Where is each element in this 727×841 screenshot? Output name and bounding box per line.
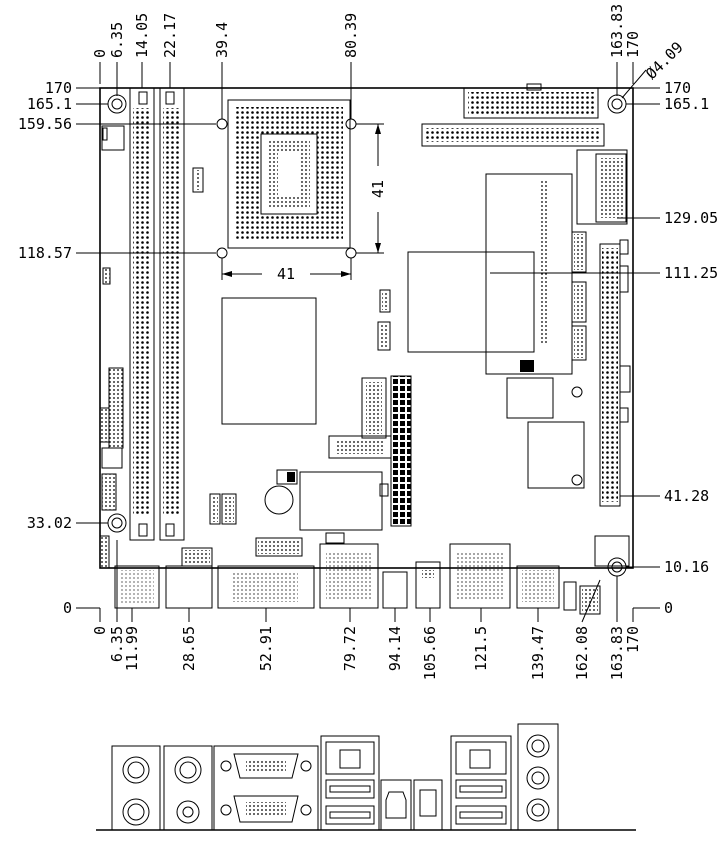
top-right-connectors [407,83,631,567]
dimension-lines [76,62,660,623]
dim-left-33-02: 33.02 [27,514,72,532]
dim-top-170: 170 [624,31,642,58]
dim-bottom-28-65: 28.65 [180,626,198,671]
dim-left-118-57: 118.57 [18,244,72,262]
dim-bottom-139-47: 139.47 [529,626,547,680]
firewire-optical-ports [380,779,443,831]
mounting-hole-top-right [607,94,627,114]
dim-right-0: 0 [664,599,673,617]
dim-bottom-170: 170 [624,626,642,653]
top-dimension-labels: 0 6.35 14.05 22.17 39.4 80.39 163.83 170… [91,4,687,83]
dim-left-0: 0 [63,599,72,617]
dim-bottom-79-72: 79.72 [341,626,359,671]
dim-bottom-11-99: 11.99 [123,626,141,671]
dim-right-111-25: 111.25 [664,264,718,282]
bottom-edge-connectors [114,532,601,615]
dim-bottom-52-91: 52.91 [257,626,275,671]
rear-io-panel [96,723,636,831]
right-dimension-labels: 170 165.1 129.05 111.25 41.28 10.16 0 [664,79,718,617]
hole-diameter-label: Ø4.09 [642,38,687,83]
left-dimension-labels: 170 165.1 159.56 118.57 33.02 0 [18,79,72,617]
mounting-hole-top-left [107,94,127,114]
mounting-hole-bottom-left [107,513,127,533]
dim-top-80-39: 80.39 [342,13,360,58]
lan-usb-port-left [320,735,380,831]
dim-chip-height: 41 [369,180,387,198]
dim-right-41-28: 41.28 [664,487,709,505]
chipset-blocks [209,289,412,531]
dim-left-165-1: 165.1 [27,95,72,113]
lan-usb-port-right [450,735,512,831]
left-slot-connectors [99,87,185,569]
dim-top-6-35: 6.35 [108,22,126,58]
ps2-ports [111,745,213,831]
dim-right-165-1: 165.1 [664,95,709,113]
mounting-hole-bottom-right [607,557,627,577]
dim-top-163-83: 163.83 [608,4,626,58]
dim-right-129-05: 129.05 [664,209,718,227]
dim-top-14-05: 14.05 [133,13,151,58]
audio-jacks [517,723,559,831]
dim-bottom-0: 0 [91,626,109,635]
dim-left-159-56: 159.56 [18,115,72,133]
dsub-ports [213,745,319,831]
dim-bottom-121-5: 121.5 [472,626,490,671]
dim-chip-width: 41 [277,265,295,283]
cpu-bga-chip [192,99,357,259]
dim-bottom-163-83: 163.83 [608,626,626,680]
chip-dimension-labels: 41 41 [277,180,387,283]
dim-bottom-105-66: 105.66 [421,626,439,680]
dim-bottom-6-35: 6.35 [108,626,126,662]
dim-left-170: 170 [45,79,72,97]
dim-right-10-16: 10.16 [664,558,709,576]
dim-right-170: 170 [664,79,691,97]
dim-top-0: 0 [91,49,109,58]
dim-bottom-162-08: 162.08 [573,626,591,680]
bottom-dimension-labels: 0 6.35 11.99 28.65 52.91 79.72 94.14 105… [91,626,642,680]
dim-top-39-4: 39.4 [213,22,231,58]
dim-top-22-17: 22.17 [161,13,179,58]
dim-bottom-94-14: 94.14 [386,626,404,671]
